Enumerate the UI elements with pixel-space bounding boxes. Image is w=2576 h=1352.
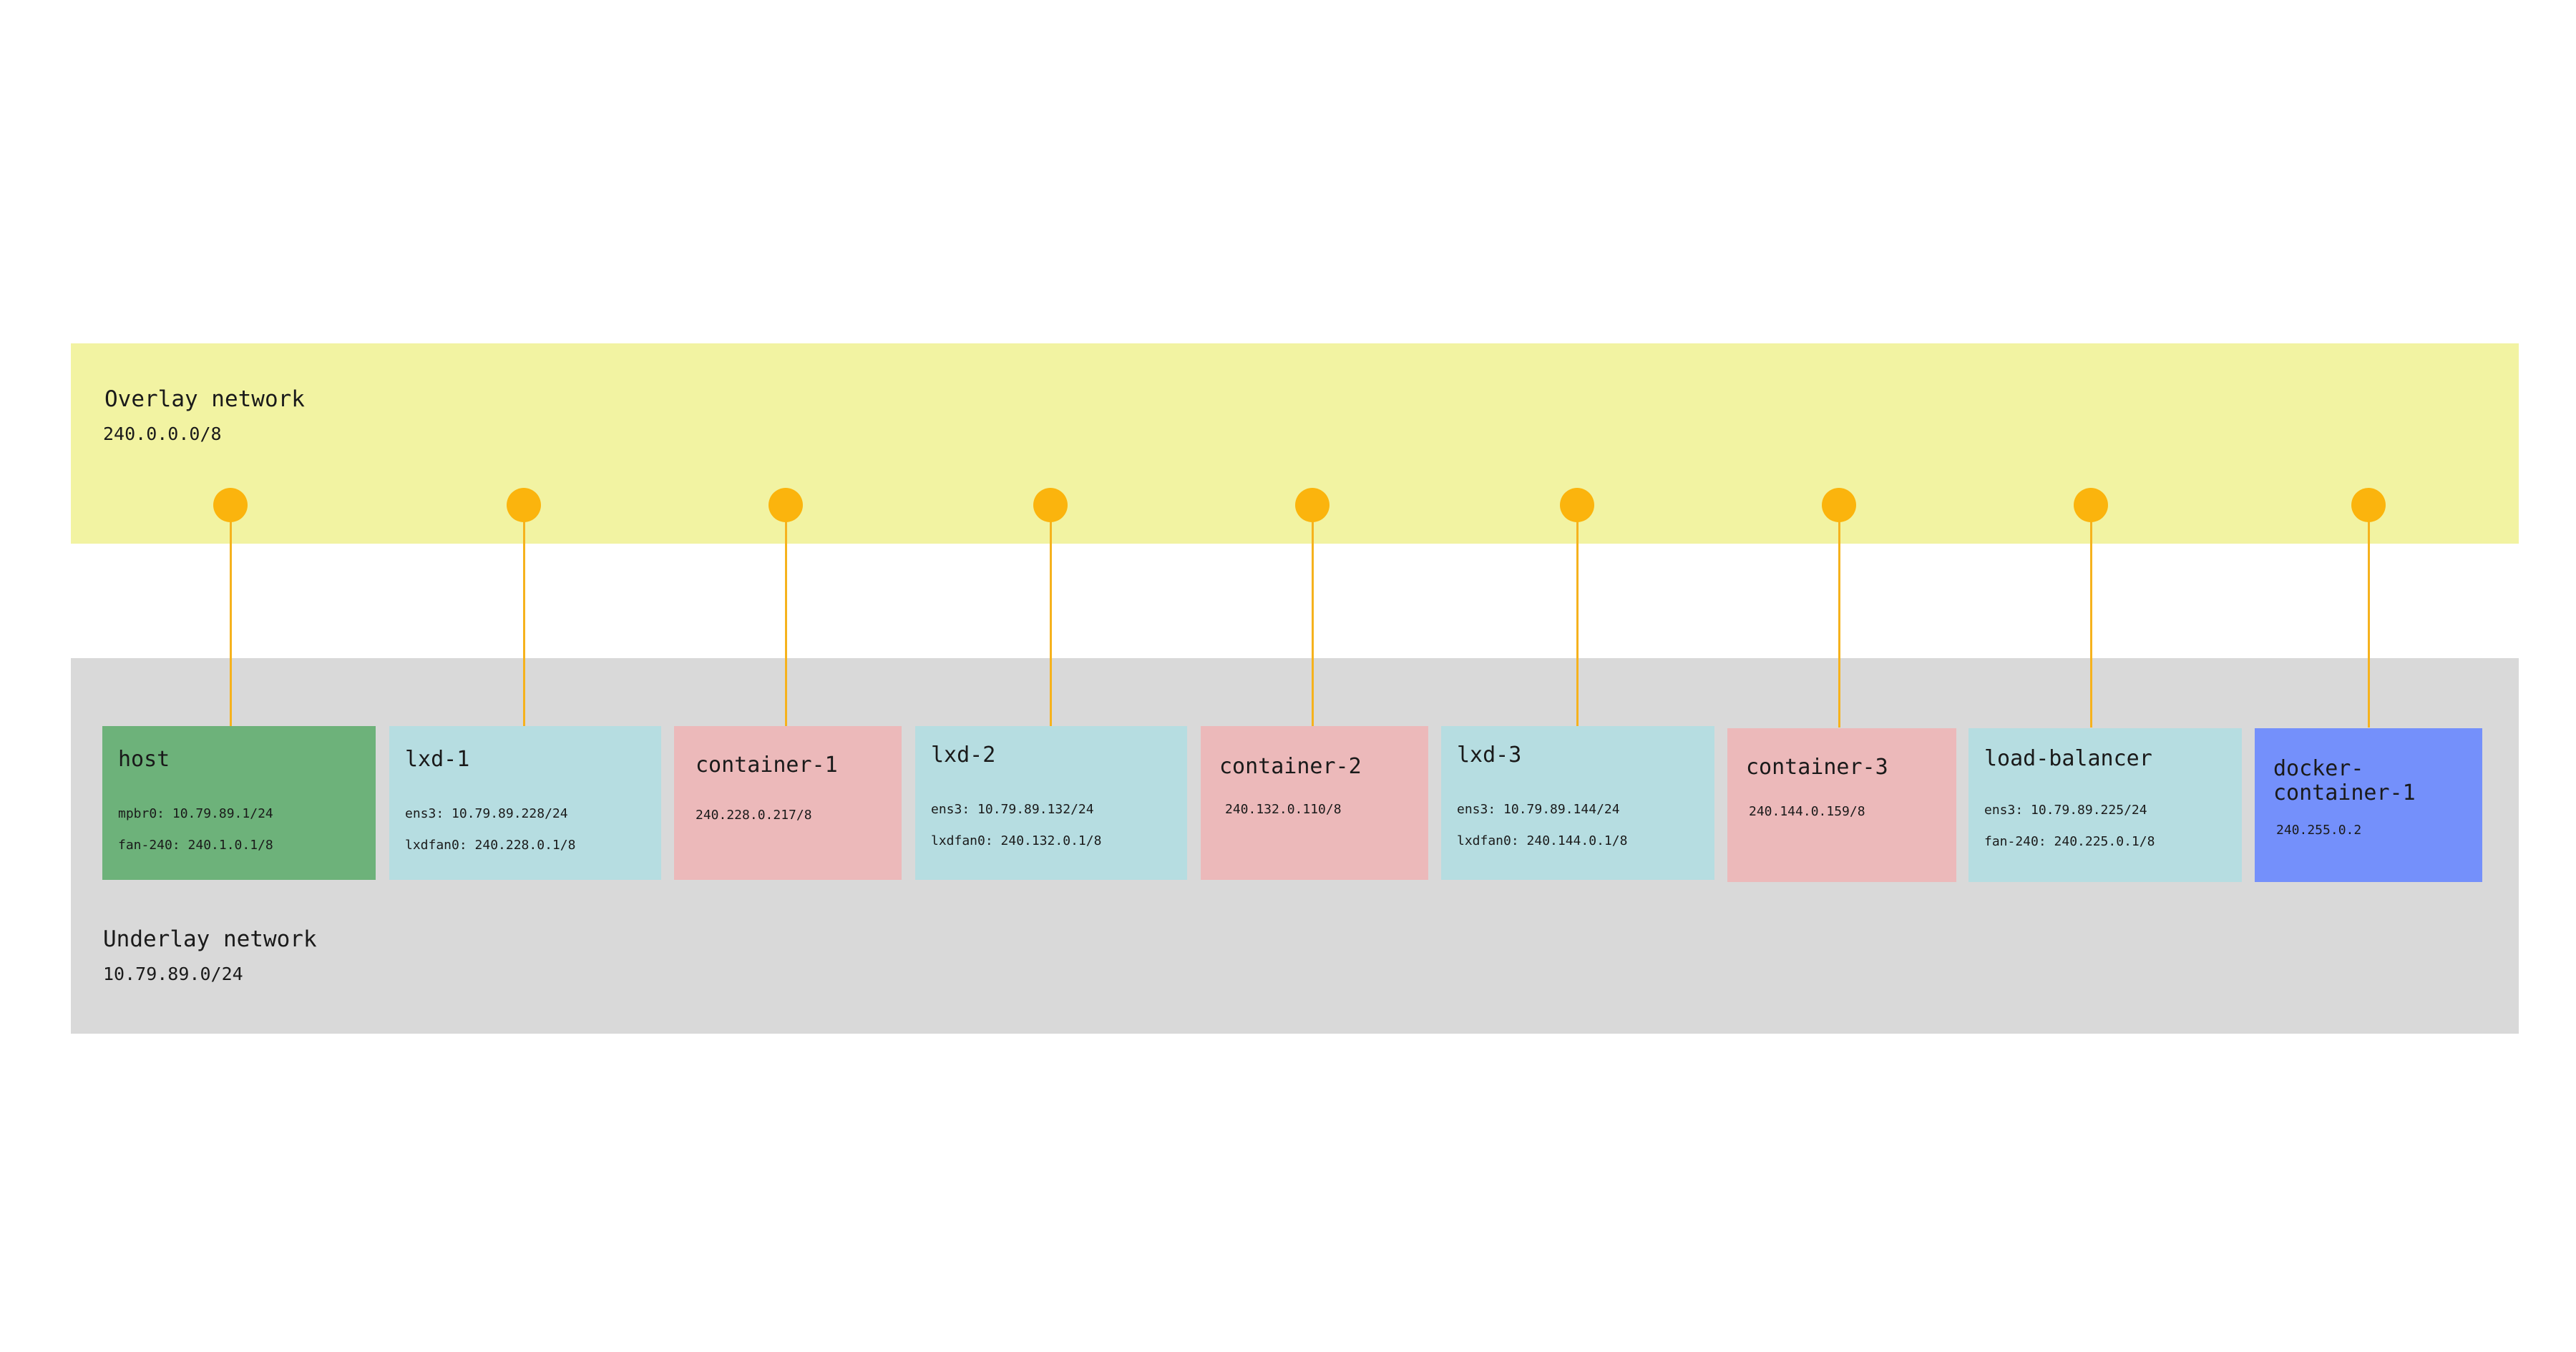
- node-interface: lxdfan0: 240.144.0.1/8: [1457, 833, 1628, 848]
- node-interface: ens3: 10.79.89.228/24: [405, 806, 568, 821]
- overlay-endpoint-dot-load-balancer: [2074, 488, 2108, 522]
- connector-line-container-2: [1312, 506, 1314, 728]
- overlay-endpoint-dot-host: [213, 488, 248, 522]
- overlay-endpoint-dot-lxd-2: [1033, 488, 1068, 522]
- connector-line-lxd-2: [1050, 506, 1052, 728]
- node-interface: ens3: 10.79.89.144/24: [1457, 802, 1620, 817]
- node-interface: fan-240: 240.1.0.1/8: [118, 838, 273, 853]
- overlay-endpoint-dot-lxd-3: [1560, 488, 1594, 522]
- node-lxd-3: lxd-3 ens3: 10.79.89.144/24 lxdfan0: 240…: [1441, 726, 1714, 880]
- node-interface: 240.144.0.159/8: [1749, 804, 1865, 819]
- node-name: container-2: [1219, 754, 1362, 779]
- connector-line-lxd-3: [1576, 506, 1579, 728]
- node-container-2: container-2 240.132.0.110/8: [1201, 726, 1428, 880]
- overlay-network: Overlay network 240.0.0.0/8: [71, 343, 2519, 544]
- node-interface: fan-240: 240.225.0.1/8: [1984, 834, 2155, 849]
- overlay-network-cidr: 240.0.0.0/8: [103, 423, 222, 444]
- node-name: container-1: [696, 753, 838, 778]
- node-name: lxd-2: [931, 743, 996, 768]
- node-interface: lxdfan0: 240.132.0.1/8: [931, 833, 1102, 848]
- node-interface: 240.255.0.2: [2276, 823, 2362, 838]
- overlay-endpoint-dot-container-1: [769, 488, 803, 522]
- underlay-network-cidr: 10.79.89.0/24: [103, 964, 243, 984]
- connector-line-load-balancer: [2090, 506, 2092, 728]
- node-name: container-3: [1746, 755, 1888, 780]
- overlay-endpoint-dot-lxd-1: [507, 488, 541, 522]
- connector-line-container-3: [1838, 506, 1840, 728]
- node-lxd-1: lxd-1 ens3: 10.79.89.228/24 lxdfan0: 240…: [389, 726, 661, 880]
- node-interface: ens3: 10.79.89.132/24: [931, 802, 1094, 817]
- node-name: load-balancer: [1984, 746, 2152, 771]
- connector-line-lxd-1: [523, 506, 525, 728]
- node-lxd-2: lxd-2 ens3: 10.79.89.132/24 lxdfan0: 240…: [915, 726, 1187, 880]
- node-container-3: container-3 240.144.0.159/8: [1727, 728, 1956, 882]
- node-host: host mpbr0: 10.79.89.1/24 fan-240: 240.1…: [102, 726, 376, 880]
- node-docker-container-1: docker-container-1 240.255.0.2: [2255, 728, 2482, 882]
- underlay-network-title: Underlay network: [103, 926, 317, 952]
- node-interface: lxdfan0: 240.228.0.1/8: [405, 838, 576, 853]
- connector-line-container-1: [785, 506, 787, 728]
- node-interface: 240.132.0.110/8: [1225, 802, 1342, 817]
- node-interface: 240.228.0.217/8: [696, 808, 812, 823]
- overlay-endpoint-dot-container-2: [1295, 488, 1330, 522]
- node-name: host: [118, 747, 170, 772]
- node-interface: ens3: 10.79.89.225/24: [1984, 803, 2147, 818]
- node-name: docker-container-1: [2273, 756, 2416, 805]
- node-container-1: container-1 240.228.0.217/8: [674, 726, 902, 880]
- node-name: lxd-3: [1457, 743, 1522, 768]
- connector-line-host: [230, 506, 232, 728]
- connector-line-docker-container-1: [2368, 506, 2370, 728]
- overlay-endpoint-dot-docker-container-1: [2351, 488, 2386, 522]
- node-name: lxd-1: [405, 747, 470, 772]
- overlay-network-title: Overlay network: [104, 386, 305, 412]
- overlay-endpoint-dot-container-3: [1822, 488, 1856, 522]
- node-interface: mpbr0: 10.79.89.1/24: [118, 806, 273, 821]
- node-load-balancer: load-balancer ens3: 10.79.89.225/24 fan-…: [1968, 728, 2242, 882]
